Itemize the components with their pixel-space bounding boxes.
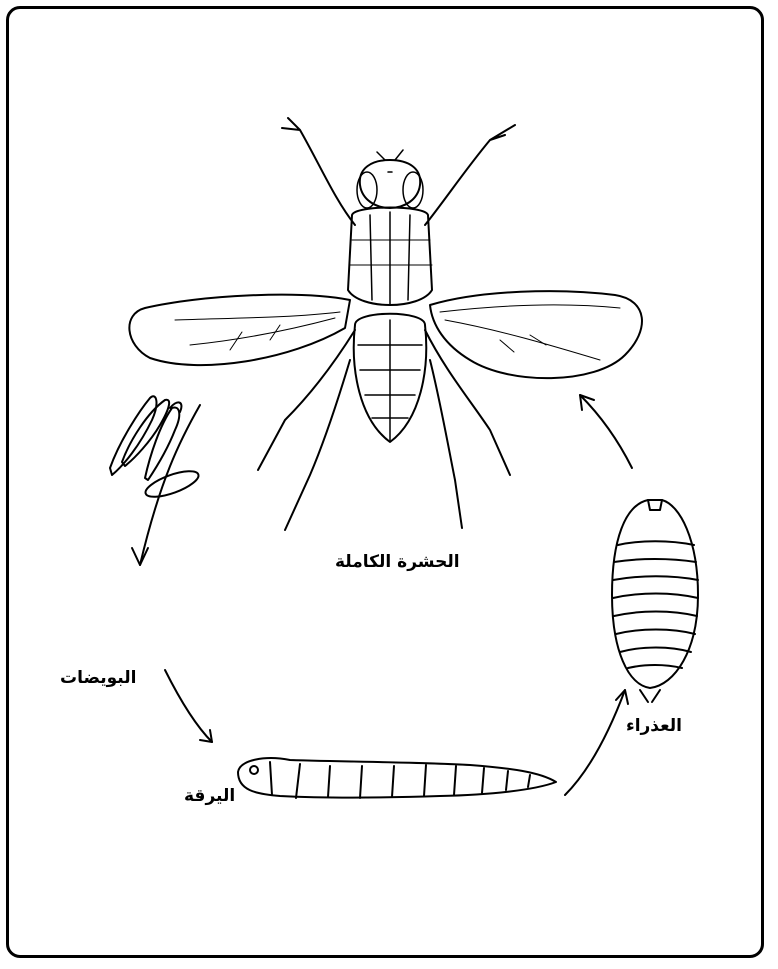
stage-label-adult: الحشرة الكاملة [335,552,460,572]
arrow-icon [580,395,632,468]
fly-icon [129,118,642,530]
fly-leg [285,360,350,530]
fly-leg [430,360,462,528]
larva-icon [238,758,556,798]
fly-head [360,160,420,208]
right-wing [430,291,642,378]
eggs-icon [110,396,201,502]
left-wing [129,295,350,365]
fly-leg [258,330,355,470]
fly-leg [425,125,515,225]
arrow-icon [565,690,628,795]
arrow-icon [165,670,212,742]
fly-leg [282,118,355,225]
pupa-icon [612,500,698,702]
stage-label-larva: اليرقة [184,786,235,806]
stage-label-eggs: البويضات [60,668,136,688]
stage-label-pupa: العذراء [626,716,682,736]
fly-leg [425,330,510,475]
